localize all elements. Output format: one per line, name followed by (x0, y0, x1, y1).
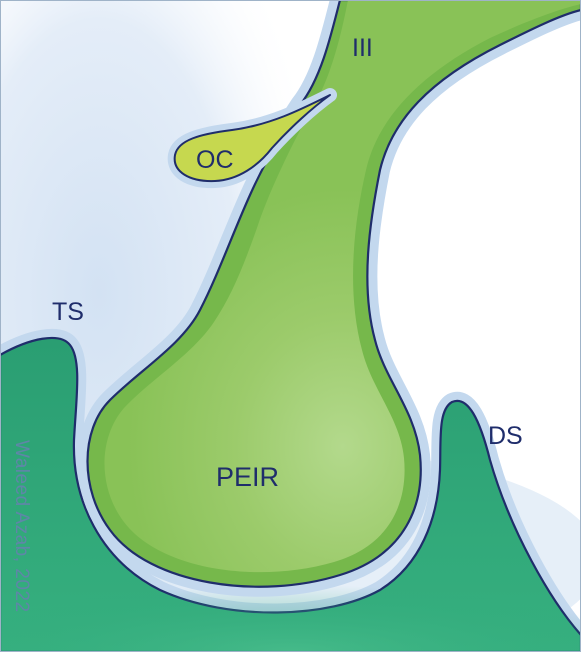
label-dorsum-sellae: DS (488, 422, 523, 450)
label-optic-chiasm: OC (196, 146, 234, 174)
label-peir: PEIR (216, 462, 279, 492)
author-signature: Waleed Azab, 2022 (11, 440, 32, 613)
label-third-ventricle: III (352, 34, 373, 62)
label-tuberculum-sellae: TS (52, 298, 84, 326)
